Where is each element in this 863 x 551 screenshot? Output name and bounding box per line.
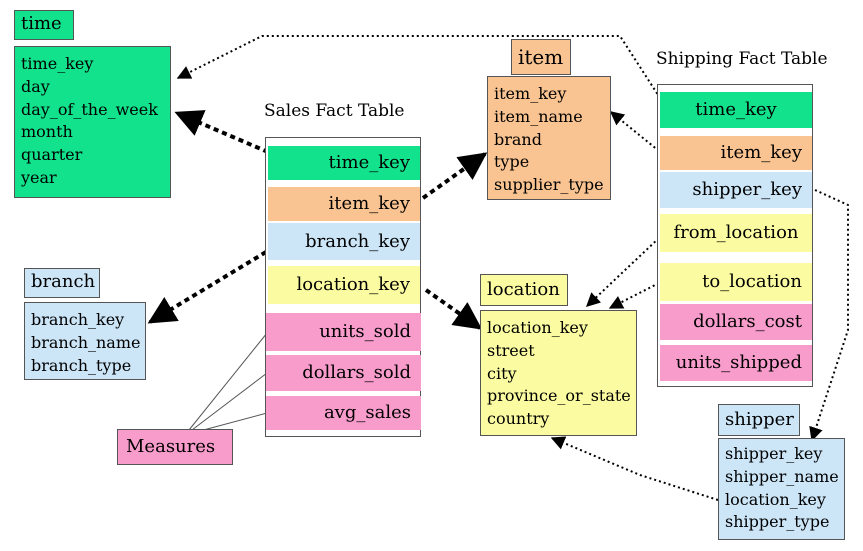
field-item-key: item_key [494,84,567,103]
location-table-fields: location_key street city province_or_sta… [480,310,637,436]
link-shipping-item [609,111,660,152]
field-item-name: item_name [494,106,583,126]
field-shipper-location-key: location_key [725,489,826,509]
field-day-of-the-week: day_of_the_week [21,99,158,119]
field-shipper-type: shipper_type [725,512,830,532]
field-branch-name: branch_name [31,332,141,352]
field-shipper-key: shipper_key [725,444,823,463]
link-sales-item [421,152,488,200]
field-supplier-type: supplier_type [494,175,604,195]
shipping-row-time-key: time_key [660,92,812,128]
measures-line-dollars [191,372,268,431]
sales-row-units-sold: units_sold [266,313,421,351]
field-brand: brand [494,129,542,149]
link-shipping-from-location [585,237,660,307]
location-table-title: location [480,274,568,306]
field-type: type [494,152,530,172]
link-shipping-shipper [809,189,849,442]
field-location-key: location_key [487,318,588,337]
field-city: city [487,363,517,383]
field-time-key: time_key [21,54,94,73]
shipping-row-shipper-key: shipper_key [660,172,812,208]
sales-row-location-key: location_key [268,266,420,304]
field-quarter: quarter [21,145,83,165]
sales-row-branch-key: branch_key [268,223,420,260]
measures-line-avg [195,412,268,433]
item-table-fields: item_key item_name brand type supplier_t… [487,76,611,200]
sales-row-dollars-sold: dollars_sold [266,355,421,391]
field-branch-key: branch_key [31,310,125,329]
item-table-title: item [511,39,571,75]
field-province-or-state: province_or_state [487,386,631,406]
field-month: month [21,122,73,142]
link-sales-branch [147,250,268,324]
shipping-row-dollars-cost: dollars_cost [660,304,812,340]
field-country: country [487,409,550,429]
sales-row-item-key: item_key [268,187,420,221]
measures-line-units [188,332,268,431]
time-table-title: time [14,10,74,40]
field-street: street [487,340,535,360]
shipping-row-units-shipped: units_shipped [660,345,812,381]
time-table-fields: time_key day day_of_the_week month quart… [14,46,171,198]
shipping-row-from-location: from_location [660,214,812,252]
link-sales-location [424,288,483,330]
measures-label: Measures [117,429,233,465]
field-day: day [21,76,50,96]
sales-row-avg-sales: avg_sales [266,396,421,430]
field-shipper-name: shipper_name [725,466,839,486]
shipper-table-fields: shipper_key shipper_name location_key sh… [718,438,845,540]
link-shipping-to-location [608,282,660,309]
shipping-fact-table-title: Shipping Fact Table [656,49,828,69]
shipper-table-title: shipper [718,404,800,436]
sales-fact-table-title: Sales Fact Table [264,101,405,121]
field-branch-type: branch_type [31,355,132,375]
link-shipping-time [176,35,661,99]
link-shipper-location [550,436,719,501]
branch-table-title: branch [24,268,100,298]
shipping-row-to-location: to_location [660,263,812,301]
shipping-row-item-key: item_key [660,136,812,170]
field-year: year [21,167,57,187]
branch-table-fields: branch_key branch_name branch_type [24,302,146,380]
sales-row-time-key: time_key [268,146,420,180]
link-sales-time [174,110,269,154]
